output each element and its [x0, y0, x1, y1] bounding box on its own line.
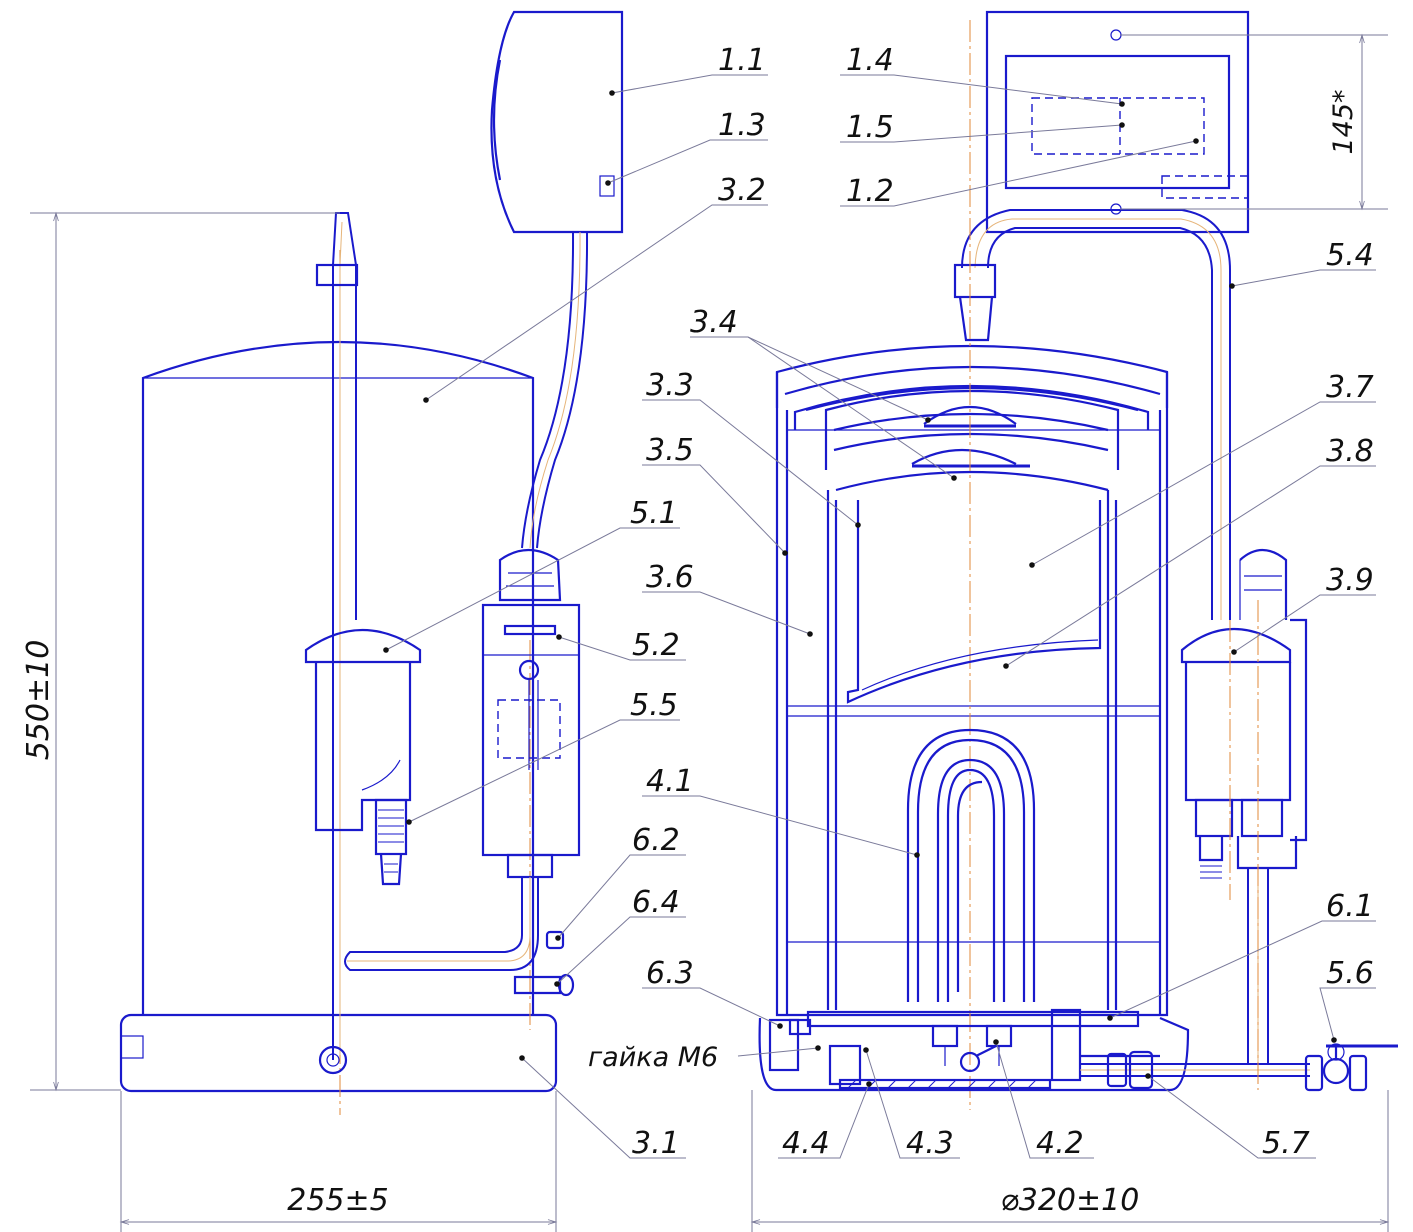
callout-4-3: 4.3	[906, 1126, 954, 1161]
filter-5-1	[304, 628, 422, 664]
callout-6-1: 6.1	[1326, 889, 1374, 924]
sensor-5-2	[498, 549, 562, 602]
callout-3-2: 3.2	[718, 173, 766, 208]
dim-width-side: 255±5	[287, 1183, 388, 1218]
side-view	[119, 10, 624, 1115]
dim-box-spacing: 145*	[1328, 89, 1359, 154]
tank-body	[141, 340, 535, 1015]
leader-dots	[383, 90, 1337, 1087]
callout-3-5: 3.5	[646, 433, 694, 468]
callout-3-3: 3.3	[646, 368, 694, 403]
funnel-3-7	[846, 500, 1102, 704]
callout-1-3: 1.3	[718, 108, 766, 143]
outer-cover	[775, 344, 1169, 408]
callout-3-9: 3.9	[1326, 563, 1374, 598]
callout-3-4: 3.4	[690, 305, 738, 340]
callout-1-5: 1.5	[846, 110, 894, 145]
callout-labels: 1.1 1.3 3.2 1.4 1.5 1.2 5.4 3.4 3.3 3.7 …	[588, 43, 1374, 1161]
callout-5-7: 5.7	[1262, 1126, 1310, 1161]
callout-4-2: 4.2	[1036, 1126, 1084, 1161]
callout-3-1: 3.1	[632, 1126, 680, 1161]
base-3-1	[119, 1013, 558, 1093]
callout-3-6: 3.6	[646, 560, 694, 595]
callout-5-6: 5.6	[1326, 956, 1374, 991]
dimensions	[30, 33, 1390, 1232]
callout-5-5: 5.5	[630, 688, 678, 723]
dim-diameter: ⌀320±10	[1001, 1183, 1140, 1218]
callout-1-4: 1.4	[846, 43, 894, 78]
callout-3-7: 3.7	[1326, 370, 1374, 405]
callout-6-2: 6.2	[632, 823, 680, 858]
callout-4-4: 4.4	[782, 1126, 830, 1161]
callout-5-2: 5.2	[632, 628, 680, 663]
control-box-front	[985, 10, 1250, 234]
dimension-labels: 550±10 255±5 ⌀320±10 145*	[21, 89, 1359, 1218]
leaders	[385, 74, 1376, 1159]
callout-1-1: 1.1	[718, 43, 766, 78]
dim-height: 550±10	[21, 640, 56, 761]
callout-6-3: 6.3	[646, 956, 694, 991]
callout-5-4: 5.4	[1326, 238, 1374, 273]
callout-6-4: 6.4	[632, 885, 680, 920]
callout-1-2: 1.2	[846, 174, 894, 209]
control-box-side	[490, 10, 624, 234]
nozzle-5-5	[374, 798, 408, 856]
callout-5-1: 5.1	[630, 496, 678, 531]
callout-3-8: 3.8	[1326, 434, 1374, 469]
heater-4-1	[906, 728, 1036, 1002]
section-view	[758, 10, 1398, 1110]
callout-nut-m6: гайка М6	[588, 1042, 718, 1073]
callout-4-1: 4.1	[646, 764, 694, 799]
